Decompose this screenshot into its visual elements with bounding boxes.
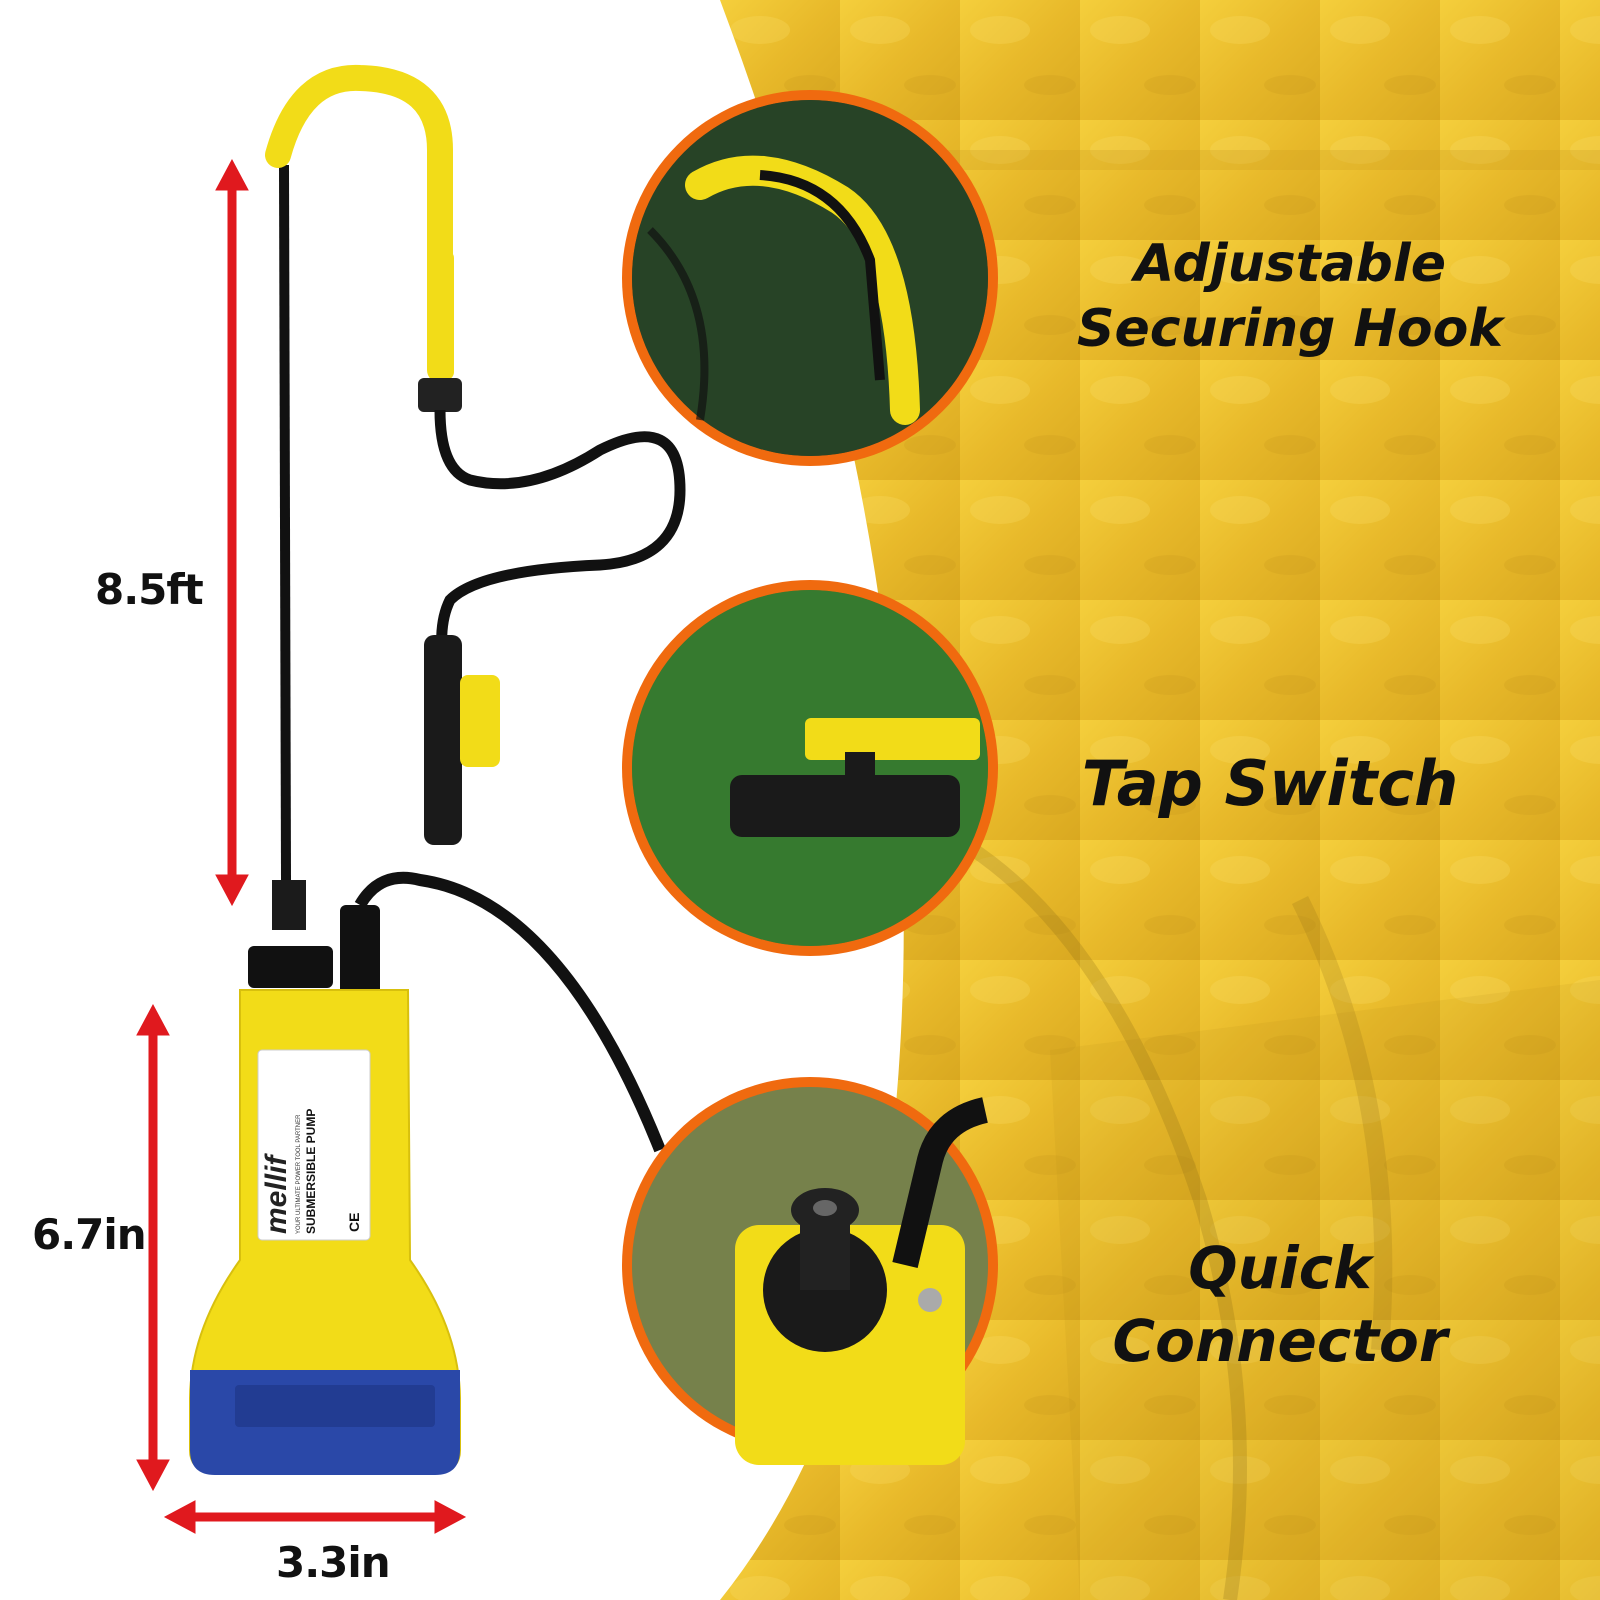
tap-body — [424, 635, 462, 845]
hose-length-label: 8.5ft — [95, 565, 204, 614]
tap-detail-photo — [622, 580, 998, 956]
product-label-panel — [257, 1049, 371, 1241]
hook-detail-photo — [622, 90, 998, 466]
feature-label-connector: Quick Connector — [1112, 1234, 1448, 1375]
pump-width-label: 3.3in — [276, 1538, 391, 1587]
hook — [265, 64, 453, 383]
hose — [279, 164, 291, 881]
pump-height-label: 6.7in — [32, 1210, 147, 1259]
outlet-hose — [434, 409, 686, 651]
feature-label-tap: Tap Switch — [1081, 747, 1459, 820]
connector-detail-photo — [622, 1077, 998, 1465]
feature-label-hook: Adjustable Securing Hook — [1077, 234, 1503, 359]
power-cable — [354, 871, 666, 1153]
